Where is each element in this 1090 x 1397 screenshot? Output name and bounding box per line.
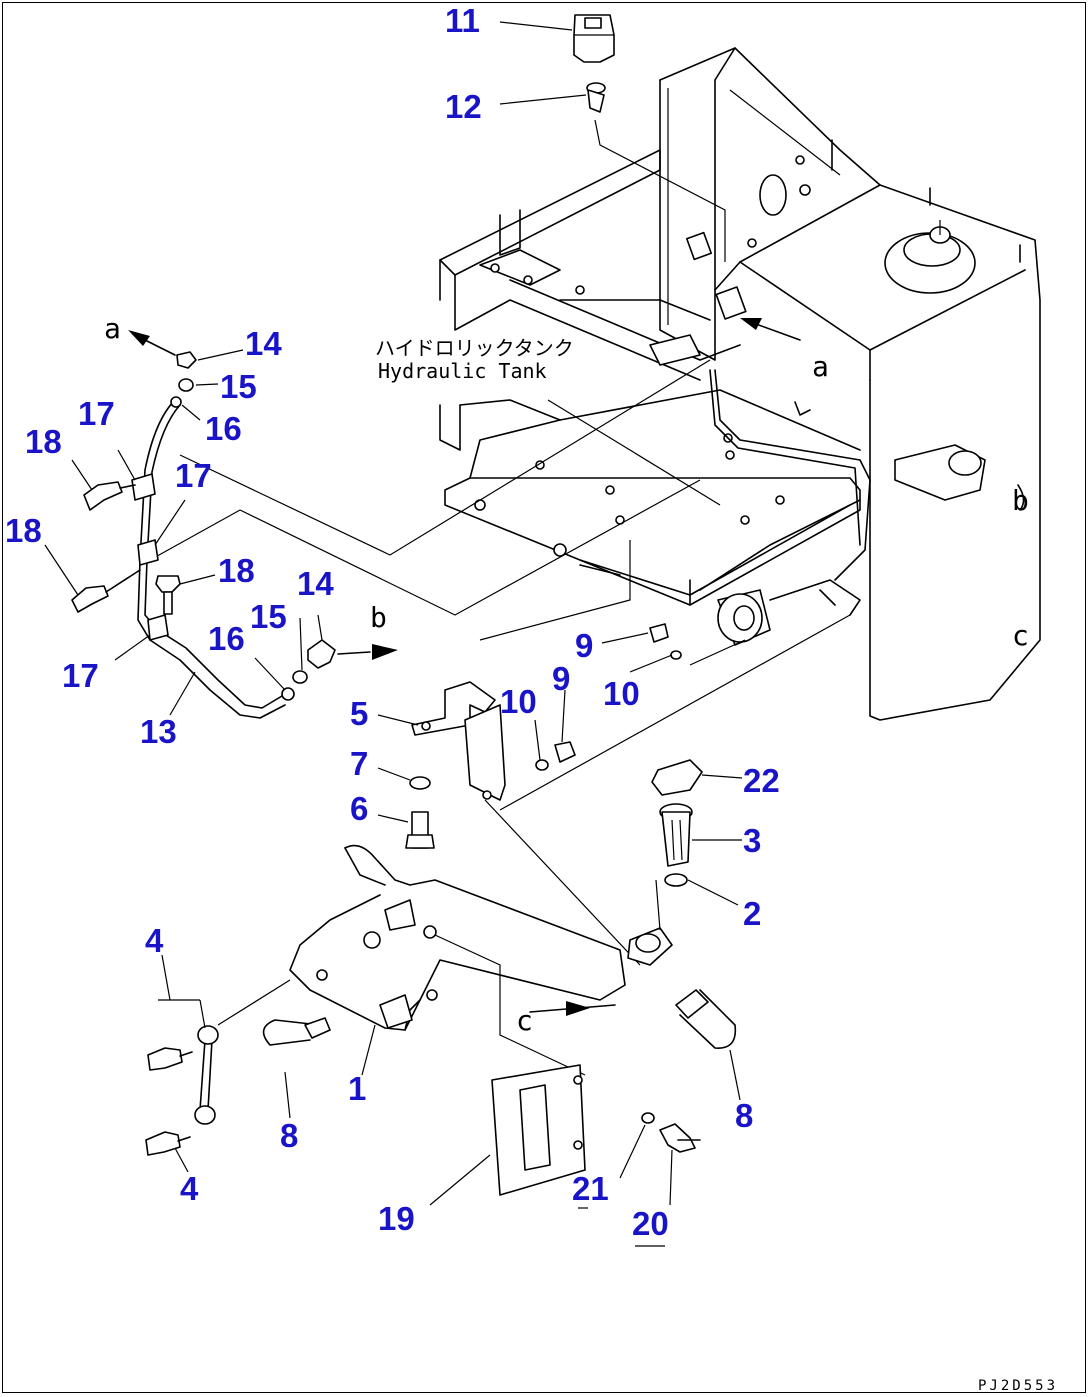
callout-18: 18 bbox=[218, 552, 255, 589]
drawing-code: PJ2D553 bbox=[978, 1378, 1058, 1394]
callout-20: 20 bbox=[632, 1205, 669, 1242]
callout-22: 22 bbox=[743, 762, 780, 799]
callout-17: 17 bbox=[62, 657, 99, 694]
callout-9: 9 bbox=[552, 660, 570, 697]
ref-label-b-left: b bbox=[370, 601, 387, 634]
reference-letters: a a b b c c bbox=[104, 312, 1029, 1037]
connection-lines bbox=[149, 119, 851, 1076]
ref-label-a-left: a bbox=[104, 312, 121, 345]
callout-15: 15 bbox=[250, 598, 287, 635]
pipe-assembly bbox=[145, 844, 737, 1156]
tank-label-en: Hydraulic Tank bbox=[378, 359, 547, 383]
callout-16: 16 bbox=[208, 620, 245, 657]
tank-label-jp: ハイドロリックタンク bbox=[375, 336, 574, 360]
callout-8: 8 bbox=[280, 1117, 298, 1154]
callout-6: 6 bbox=[350, 790, 368, 827]
callout-9: 9 bbox=[575, 627, 593, 664]
callout-2: 2 bbox=[743, 895, 761, 932]
callout-7: 7 bbox=[350, 745, 368, 782]
callout-10: 10 bbox=[500, 683, 537, 720]
callout-18: 18 bbox=[25, 423, 62, 460]
callout-5: 5 bbox=[350, 695, 368, 732]
ref-label-a-right: a bbox=[812, 350, 829, 383]
strainer-part-12 bbox=[586, 82, 606, 113]
callout-11: 11 bbox=[445, 2, 480, 39]
filler-cap-part-11 bbox=[573, 14, 615, 63]
callout-19: 19 bbox=[378, 1200, 415, 1237]
callout-21: 21 bbox=[572, 1170, 609, 1207]
callout-1: 1 bbox=[348, 1070, 366, 1107]
callout-4: 4 bbox=[145, 922, 164, 959]
callout-18: 18 bbox=[5, 512, 42, 549]
callout-14: 14 bbox=[297, 565, 334, 602]
reference-arrows bbox=[128, 318, 801, 1016]
callout-17: 17 bbox=[175, 457, 212, 494]
ref-label-c-left: c bbox=[516, 1004, 533, 1037]
callout-10: 10 bbox=[603, 675, 640, 712]
ref-label-c-right: c bbox=[1012, 619, 1029, 652]
ref-label-b-right: b bbox=[1012, 484, 1029, 517]
callout-leaders bbox=[44, 21, 743, 1206]
callout-16: 16 bbox=[205, 410, 242, 447]
callout-3: 3 bbox=[743, 822, 761, 859]
callout-13: 13 bbox=[140, 713, 177, 750]
hydraulic-tank bbox=[659, 47, 1041, 721]
callout-4: 4 bbox=[180, 1170, 199, 1207]
bracket-assembly bbox=[405, 623, 682, 849]
filler-strainer-assembly bbox=[627, 759, 703, 966]
tank-label: ハイドロリックタンク Hydraulic Tank bbox=[375, 336, 574, 383]
part-callouts: 11 12 14 15 16 17 18 17 18 18 14 15 16 1… bbox=[5, 2, 780, 1242]
callout-8: 8 bbox=[735, 1097, 753, 1134]
hose-assembly bbox=[71, 351, 336, 719]
callout-17: 17 bbox=[78, 395, 115, 432]
cover-assembly bbox=[491, 1064, 701, 1247]
callout-12: 12 bbox=[445, 88, 482, 125]
callout-14: 14 bbox=[245, 325, 282, 362]
callout-15: 15 bbox=[220, 368, 257, 405]
frame-structure bbox=[439, 149, 871, 646]
